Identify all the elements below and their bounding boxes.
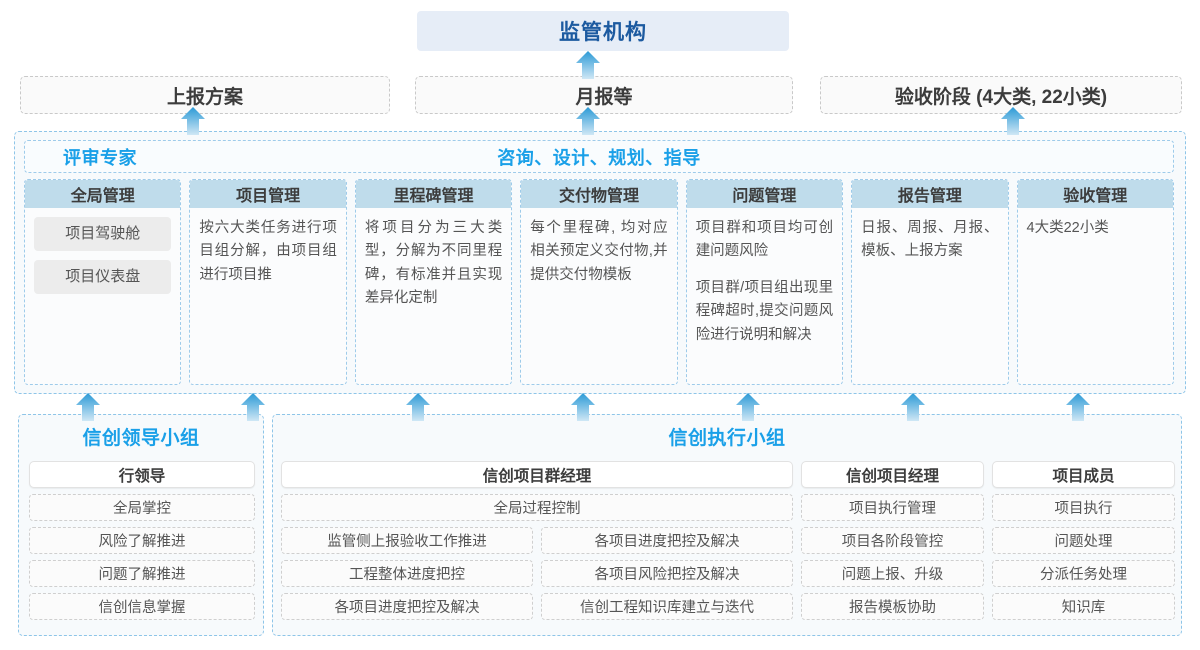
exec-group-box: 信创执行小组 信创项目群经理 信创项目经理 项目成员 全局过程控制 监管侧上报验… — [272, 414, 1182, 636]
column-header: 验收管理 — [1017, 180, 1173, 208]
task-item[interactable]: 项目各阶段管控 — [801, 527, 984, 554]
arrow-mid-to-report-2 — [1000, 106, 1026, 136]
report-label: 上报方案 — [166, 86, 243, 108]
role-project-member[interactable]: 项目成员 — [992, 461, 1175, 488]
column-paragraph: 按六大类任务进行项目组分解，由项目组进行项目推 — [199, 220, 337, 283]
column-header: 问题管理 — [686, 180, 843, 208]
capability-column-acceptance-management[interactable]: 验收管理 4大类22小类 — [1016, 179, 1174, 385]
task-item[interactable]: 问题处理 — [992, 527, 1175, 554]
task-item[interactable]: 分派任务处理 — [992, 560, 1175, 587]
column-body: 每个里程碑, 均对应相关预定义交付物,并提供交付物模板 — [521, 208, 676, 384]
arrow-report-to-regulator — [575, 50, 601, 80]
task-item[interactable]: 各项目进度把控及解决 — [281, 593, 533, 620]
project-member-tasks: 项目执行 问题处理 分派任务处理 知识库 — [992, 494, 1175, 626]
role-project-manager[interactable]: 信创项目经理 — [801, 461, 984, 488]
task-item[interactable]: 项目执行管理 — [801, 494, 984, 521]
report-label: 月报等 — [575, 86, 633, 108]
capability-columns: 全局管理 项目驾驶舱 项目仪表盘 项目管理 按六大类任务进行项目组分解，由项目组… — [24, 179, 1174, 385]
task-pair: 工程整体进度把控 各项目风险把控及解决 — [281, 560, 793, 587]
task-pair: 各项目进度把控及解决 信创工程知识库建立与迭代 — [281, 593, 793, 620]
leader-group-title: 信创领导小组 — [82, 428, 200, 449]
review-experts-label: 评审专家 — [63, 147, 137, 168]
exec-role-header-row: 信创项目群经理 信创项目经理 项目成员 — [281, 461, 1175, 488]
column-body: 项目群和项目均可创建问题风险 项目群/项目组出现里程碑超时,提交问题风险进行说明… — [687, 208, 842, 384]
column-body: 将项目分为三大类型，分解为不同里程碑，有标准并且实现差异化定制 — [356, 208, 511, 384]
arrow-mid-to-report-1 — [575, 106, 601, 136]
column-paragraph: 将项目分为三大类型，分解为不同里程碑，有标准并且实现差异化定制 — [364, 220, 503, 307]
column-header: 全局管理 — [25, 180, 181, 208]
middle-band: 评审专家 咨询、设计、规划、指导 全局管理 项目驾驶舱 项目仪表盘 项目管理 按… — [14, 131, 1186, 394]
capability-column-global-management[interactable]: 全局管理 项目驾驶舱 项目仪表盘 — [24, 179, 182, 385]
task-item[interactable]: 信创工程知识库建立与迭代 — [541, 593, 793, 620]
task-item[interactable]: 监管侧上报验收工作推进 — [281, 527, 533, 554]
report-box-monthly-report: 月报等 — [415, 76, 793, 114]
role-bank-leader[interactable]: 行领导 — [29, 461, 255, 488]
arrow-bottom-to-mid-6 — [1065, 392, 1091, 422]
task-pair: 监管侧上报验收工作推进 各项目进度把控及解决 — [281, 527, 793, 554]
column-body: 项目驾驶舱 项目仪表盘 — [25, 208, 180, 384]
column-header: 交付物管理 — [521, 180, 677, 208]
chip-project-cockpit[interactable]: 项目驾驶舱 — [34, 217, 172, 251]
chip-project-dashboard[interactable]: 项目仪表盘 — [34, 260, 172, 294]
program-manager-tasks: 全局过程控制 监管侧上报验收工作推进 各项目进度把控及解决 工程整体进度把控 各… — [281, 494, 793, 626]
report-box-submission-plan: 上报方案 — [20, 76, 390, 114]
regulator-box: 监管机构 — [417, 11, 789, 51]
column-header: 项目管理 — [190, 180, 346, 208]
capability-column-report-management[interactable]: 报告管理 日报、周报、月报、模板、上报方案 — [851, 179, 1009, 385]
task-item[interactable]: 知识库 — [992, 593, 1175, 620]
capability-column-issue-management[interactable]: 问题管理 项目群和项目均可创建问题风险 项目群/项目组出现里程碑超时,提交问题风… — [685, 179, 844, 385]
column-paragraph: 项目群/项目组出现里程碑超时,提交问题风险进行说明和解决 — [695, 279, 834, 343]
report-label: 验收阶段 (4大类, 22小类) — [894, 86, 1108, 108]
leader-group-box: 信创领导小组 行领导 全局掌控 风险了解推进 问题了解推进 信创信息掌握 — [18, 414, 264, 636]
task-item[interactable]: 工程整体进度把控 — [281, 560, 533, 587]
task-item[interactable]: 全局掌控 — [29, 494, 255, 521]
arrow-bottom-to-mid-1 — [240, 392, 266, 422]
arrow-bottom-to-mid-0 — [75, 392, 101, 422]
column-paragraph: 项目群和项目均可创建问题风险 — [695, 220, 834, 260]
exec-group-title: 信创执行小组 — [668, 428, 786, 449]
column-body: 日报、周报、月报、模板、上报方案 — [852, 208, 1007, 384]
arrow-bottom-to-mid-3 — [570, 392, 596, 422]
column-body: 4大类22小类 — [1018, 208, 1173, 384]
consulting-design-label: 咨询、设计、规划、指导 — [497, 147, 701, 168]
column-paragraph: 日报、周报、月报、模板、上报方案 — [861, 220, 999, 260]
column-header: 报告管理 — [852, 180, 1008, 208]
task-item[interactable]: 项目执行 — [992, 494, 1175, 521]
arrow-bottom-to-mid-4 — [735, 392, 761, 422]
role-program-manager[interactable]: 信创项目群经理 — [281, 461, 793, 488]
leader-group-stack: 行领导 全局掌控 风险了解推进 问题了解推进 信创信息掌握 — [29, 461, 255, 626]
exec-group-inner: 信创项目群经理 信创项目经理 项目成员 全局过程控制 监管侧上报验收工作推进 各… — [281, 461, 1175, 626]
task-item[interactable]: 报告模板协助 — [801, 593, 984, 620]
task-item[interactable]: 各项目进度把控及解决 — [541, 527, 793, 554]
capability-column-project-management[interactable]: 项目管理 按六大类任务进行项目组分解，由项目组进行项目推 — [189, 179, 347, 385]
task-item[interactable]: 信创信息掌握 — [29, 593, 255, 620]
task-item[interactable]: 各项目风险把控及解决 — [541, 560, 793, 587]
task-item[interactable]: 全局过程控制 — [281, 494, 793, 521]
project-manager-tasks: 项目执行管理 项目各阶段管控 问题上报、升级 报告模板协助 — [801, 494, 984, 626]
arrow-bottom-to-mid-2 — [405, 392, 431, 422]
arrow-bottom-to-mid-5 — [900, 392, 926, 422]
column-body: 按六大类任务进行项目组分解，由项目组进行项目推 — [190, 208, 345, 384]
arrow-mid-to-report-0 — [180, 106, 206, 136]
column-header: 里程碑管理 — [355, 180, 512, 208]
capability-column-deliverable-management[interactable]: 交付物管理 每个里程碑, 均对应相关预定义交付物,并提供交付物模板 — [520, 179, 678, 385]
report-box-acceptance-stage: 验收阶段 (4大类, 22小类) — [820, 76, 1182, 114]
task-item[interactable]: 风险了解推进 — [29, 527, 255, 554]
exec-task-columns: 全局过程控制 监管侧上报验收工作推进 各项目进度把控及解决 工程整体进度把控 各… — [281, 494, 1175, 626]
task-item[interactable]: 问题了解推进 — [29, 560, 255, 587]
column-paragraph: 4大类22小类 — [1026, 220, 1109, 236]
regulator-label: 监管机构 — [559, 21, 647, 44]
task-item[interactable]: 问题上报、升级 — [801, 560, 984, 587]
middle-header-bar: 评审专家 咨询、设计、规划、指导 — [24, 140, 1174, 173]
capability-column-milestone-management[interactable]: 里程碑管理 将项目分为三大类型，分解为不同里程碑，有标准并且实现差异化定制 — [354, 179, 513, 385]
column-paragraph: 每个里程碑, 均对应相关预定义交付物,并提供交付物模板 — [530, 220, 668, 283]
